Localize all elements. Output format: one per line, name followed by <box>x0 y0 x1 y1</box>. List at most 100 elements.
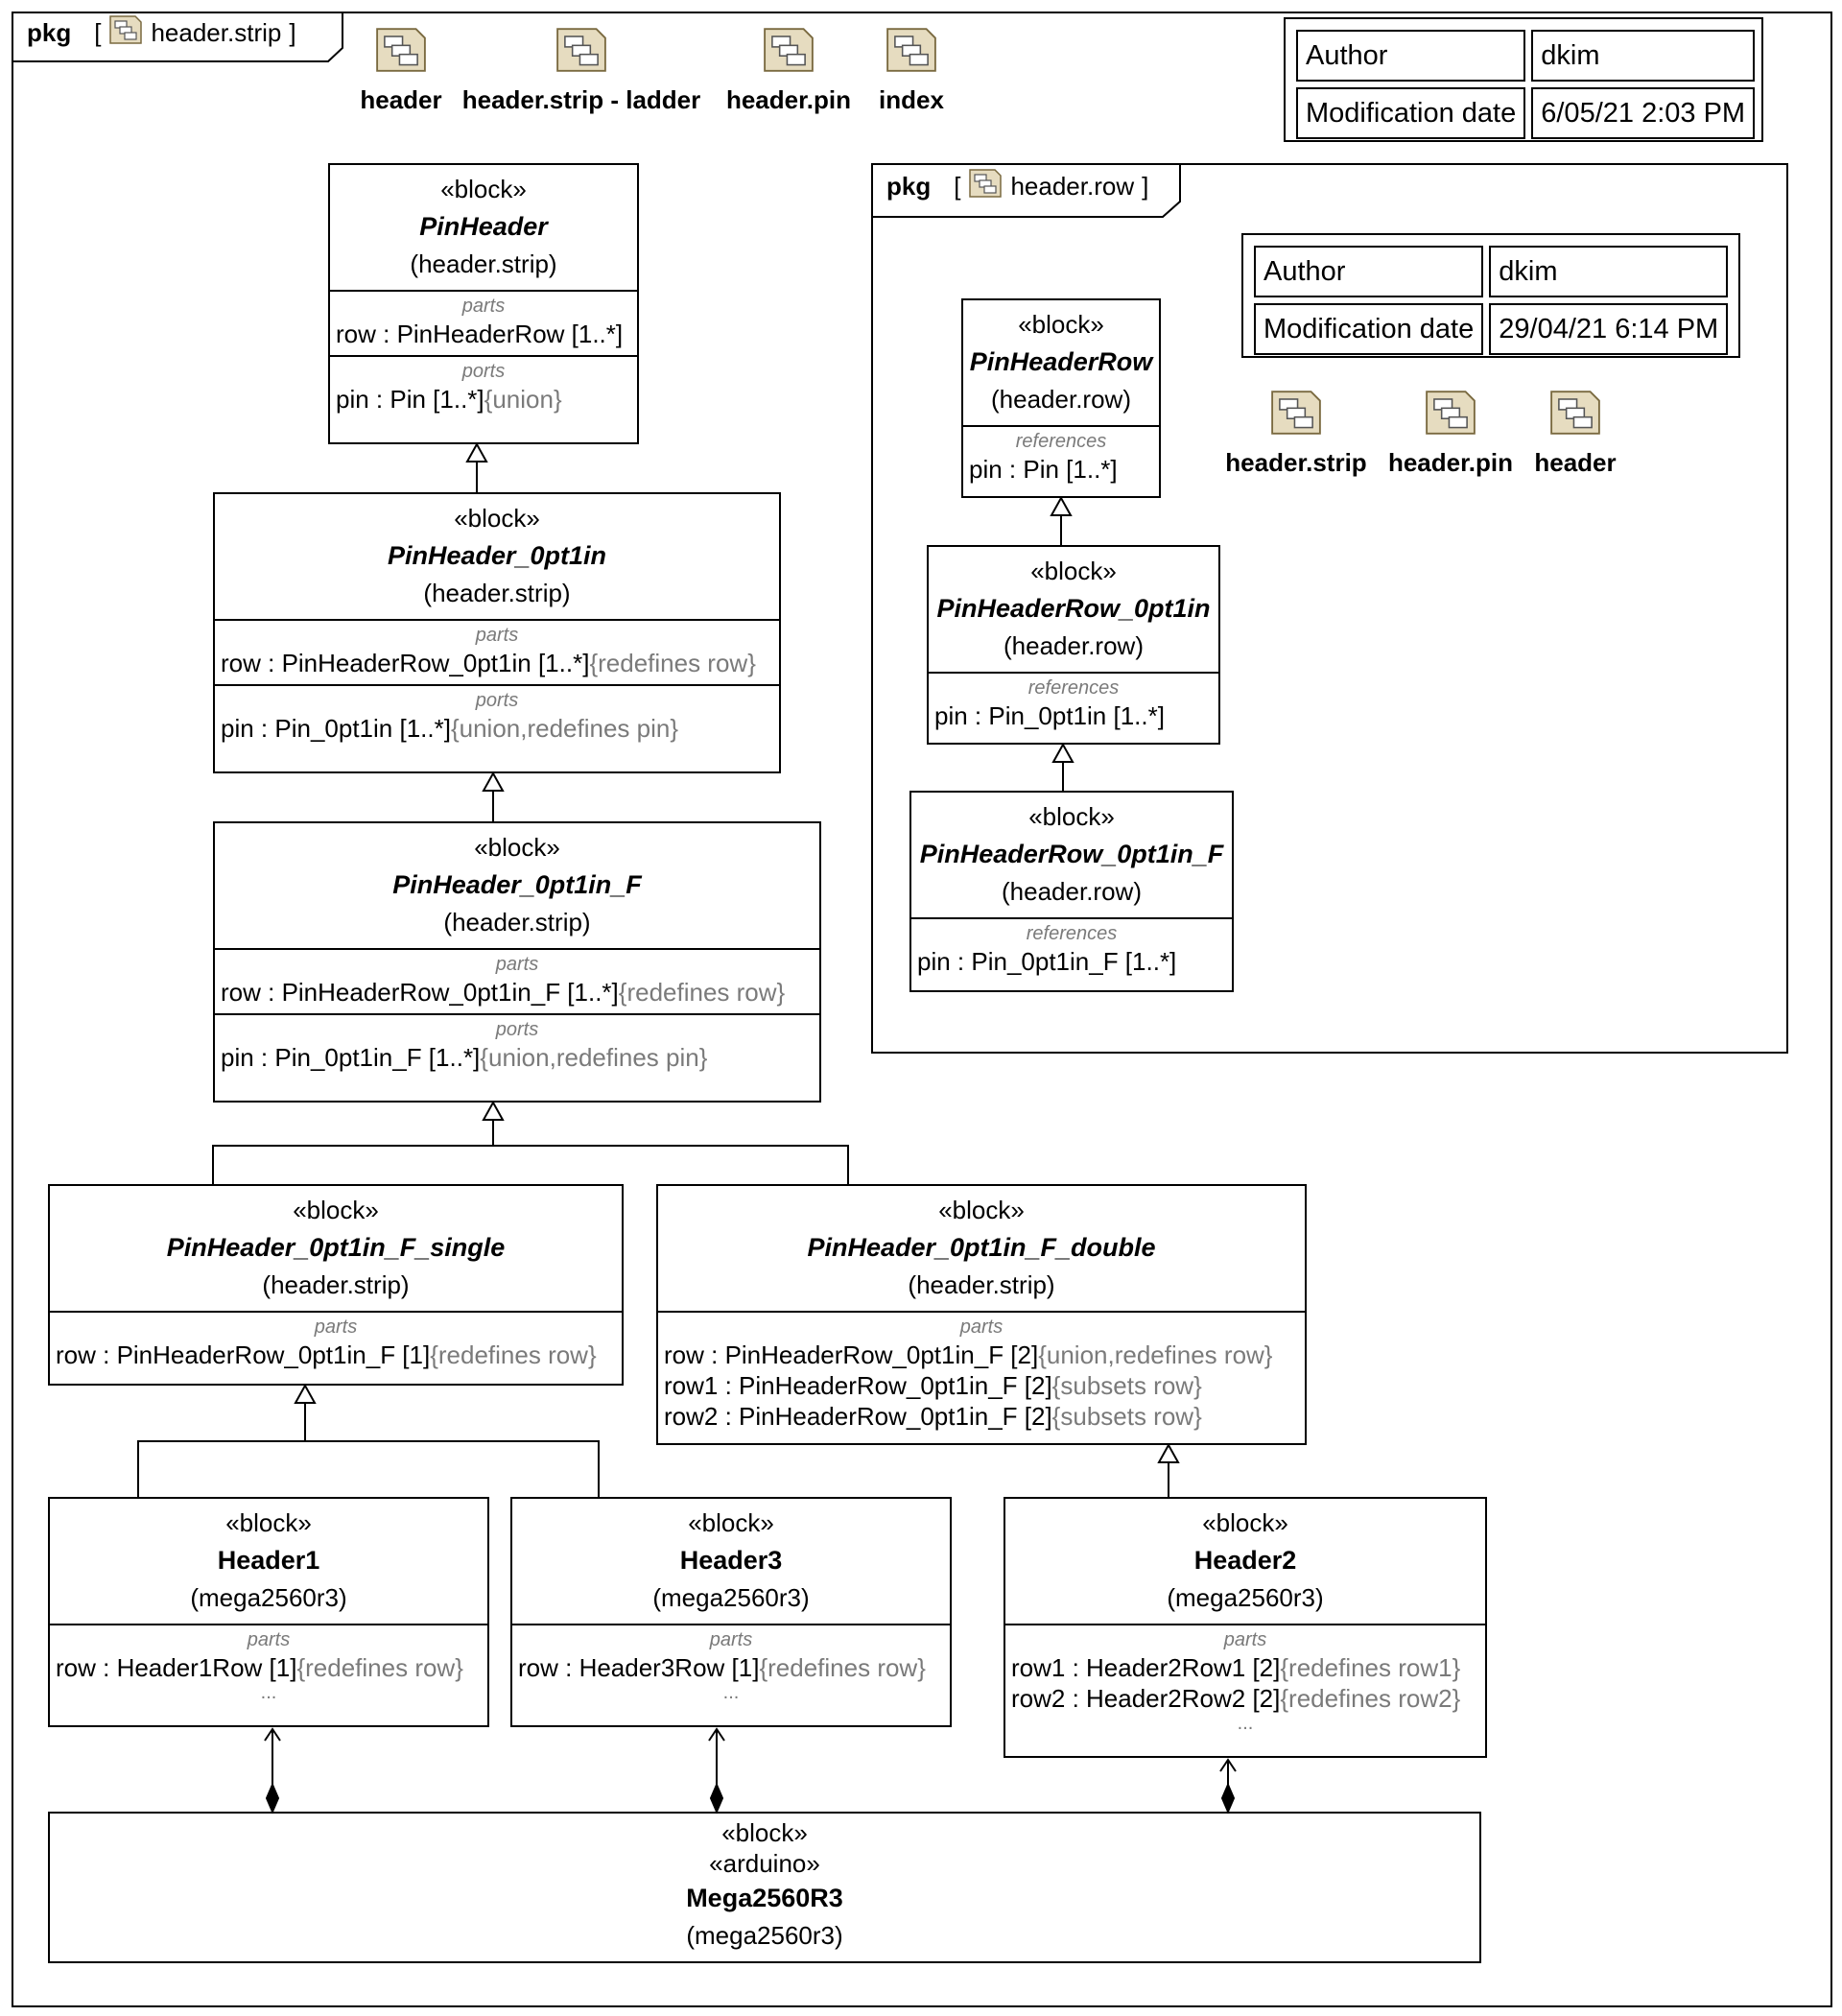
package-link-label: header.pin <box>725 85 852 114</box>
compartment-title: references <box>1015 431 1107 452</box>
part-constraint: {redefines row} <box>618 978 786 1007</box>
package-link-header-strip[interactable]: header.strip <box>1218 386 1374 478</box>
block-header1[interactable]: «block» Header1 (mega2560r3) parts row :… <box>48 1497 489 1727</box>
composition-header1[interactable] <box>264 1727 281 1814</box>
block-pinheader[interactable]: «block» PinHeader (header.strip) parts r… <box>328 163 639 444</box>
block-pinheaderrow-0pt1in-f[interactable]: «block» PinHeaderRow_0pt1in_F (header.ro… <box>909 791 1234 992</box>
package-keyword: pkg <box>886 171 932 201</box>
author-label: Author <box>1254 246 1484 297</box>
ellipsis: ... <box>722 1682 740 1703</box>
generalization-pinheader-0pt1in-f[interactable] <box>482 771 505 821</box>
reference-row[interactable]: pin : Pin [1..*] <box>969 454 1153 485</box>
block-owner: (header.strip) <box>443 908 591 937</box>
port-text: pin : Pin [1..*] <box>336 385 484 414</box>
block-header: «block» PinHeader_0pt1in (header.strip) <box>215 494 779 621</box>
part-constraint: {redefines row2} <box>1280 1684 1461 1713</box>
reference-row[interactable]: pin : Pin_0pt1in [1..*] <box>934 700 1213 731</box>
part-row[interactable]: row : PinHeaderRow_0pt1in_F [1..*]{redef… <box>221 977 814 1008</box>
block-pinheader-0pt1in-f-single[interactable]: «block» PinHeader_0pt1in_F_single (heade… <box>48 1184 624 1386</box>
composition-header3[interactable] <box>708 1727 725 1814</box>
port-row[interactable]: pin : Pin [1..*]{union} <box>336 384 631 415</box>
part-text: row : Header1Row [1] <box>56 1653 297 1682</box>
block-header: «block» PinHeader_0pt1in_F_single (heade… <box>50 1186 622 1313</box>
compartment-title: parts <box>475 625 519 646</box>
part-row[interactable]: row : PinHeaderRow_0pt1in_F [1]{redefine… <box>56 1340 616 1370</box>
part-row[interactable]: row : PinHeaderRow [1..*] <box>336 319 631 349</box>
part-row[interactable]: row : Header1Row [1]{redefines row} <box>56 1652 482 1683</box>
port-row[interactable]: pin : Pin_0pt1in_F [1..*]{union,redefine… <box>221 1042 814 1073</box>
generalization-pinheaderrow-0pt1in[interactable] <box>1050 495 1073 545</box>
generalization-header1-header3[interactable] <box>137 1383 600 1497</box>
block-pinheader-0pt1in-f[interactable]: «block» PinHeader_0pt1in_F (header.strip… <box>213 821 821 1103</box>
block-header3[interactable]: «block» Header3 (mega2560r3) parts row :… <box>510 1497 952 1727</box>
compartment-title: parts <box>495 954 539 975</box>
block-header: «block» PinHeaderRow_0pt1in_F (header.ro… <box>911 793 1232 919</box>
parts-compartment: parts row1 : Header2Row1 [2]{redefines r… <box>1005 1625 1485 1739</box>
package-name: header.row <box>1010 171 1135 201</box>
block-owner: (header.strip) <box>908 1270 1055 1299</box>
references-compartment: references pin : Pin_0pt1in_F [1..*] <box>911 919 1232 983</box>
part-row[interactable]: row : Header3Row [1]{redefines row} <box>518 1652 944 1683</box>
package-link-label: header.strip <box>1225 448 1367 477</box>
part-constraint: {union,redefines row} <box>1038 1340 1273 1369</box>
part-constraint: {redefines row1} <box>1280 1653 1461 1682</box>
package-link-index[interactable]: index <box>862 23 961 115</box>
part-text: row2 : Header2Row2 [2] <box>1011 1684 1281 1713</box>
block-stereotype: «block» <box>474 833 560 862</box>
block-owner: (header.row) <box>1002 877 1142 906</box>
compartment-title: ports <box>461 361 506 382</box>
ports-compartment: ports pin : Pin_0pt1in [1..*]{union,rede… <box>215 686 779 749</box>
reference-text: pin : Pin_0pt1in_F [1..*] <box>917 947 1177 976</box>
package-link-label: header.strip - ladder <box>461 85 701 114</box>
part-text: row1 : Header2Row1 [2] <box>1011 1653 1281 1682</box>
block-pinheader-0pt1in-f-double[interactable]: «block» PinHeader_0pt1in_F_double (heade… <box>656 1184 1307 1445</box>
inner-package-tab[interactable]: pkg [ header.row ] <box>886 167 1156 205</box>
composition-header2[interactable] <box>1219 1758 1237 1814</box>
generalization-pinheader-0pt1in[interactable] <box>465 441 488 492</box>
block-mega2560r3[interactable]: «block» «arduino» Mega2560R3 (mega2560r3… <box>48 1812 1481 1963</box>
part-row[interactable]: row1 : PinHeaderRow_0pt1in_F [2]{subsets… <box>664 1370 1299 1401</box>
part-row[interactable]: row1 : Header2Row1 [2]{redefines row1} <box>1011 1652 1479 1683</box>
ellipsis: ... <box>260 1682 277 1703</box>
compartment-title: parts <box>461 296 506 317</box>
block-header: «block» «arduino» Mega2560R3 (mega2560r3… <box>50 1814 1479 1961</box>
compartment-title: parts <box>1223 1629 1267 1650</box>
generalization-pinheaderrow-0pt1in-f[interactable] <box>1051 742 1074 791</box>
port-row[interactable]: pin : Pin_0pt1in [1..*]{union,redefines … <box>221 713 773 744</box>
block-pinheaderrow[interactable]: «block» PinHeaderRow (header.row) refere… <box>961 298 1161 498</box>
part-row[interactable]: row : PinHeaderRow_0pt1in [1..*]{redefin… <box>221 648 773 678</box>
block-pinheader-0pt1in[interactable]: «block» PinHeader_0pt1in (header.strip) … <box>213 492 781 773</box>
bracket-open: [ <box>94 17 102 47</box>
package-link-header-strip-ladder[interactable]: header.strip - ladder <box>455 23 708 115</box>
compartment-title: references <box>1027 677 1120 699</box>
generalization-header2[interactable] <box>1157 1442 1180 1497</box>
block-header2[interactable]: «block» Header2 (mega2560r3) parts row1 … <box>1004 1497 1487 1758</box>
block-pinheaderrow-0pt1in[interactable]: «block» PinHeaderRow_0pt1in (header.row)… <box>927 545 1220 745</box>
parts-compartment: parts row : PinHeaderRow_0pt1in_F [1..*]… <box>215 950 819 1015</box>
outer-package-tab[interactable]: pkg [ header.strip ] <box>27 13 304 52</box>
block-header: «block» Header3 (mega2560r3) <box>512 1499 950 1625</box>
generalization-single-double[interactable] <box>212 1100 849 1184</box>
ports-compartment: ports pin : Pin [1..*]{union} <box>330 357 637 420</box>
package-icon <box>1382 386 1520 446</box>
reference-row[interactable]: pin : Pin_0pt1in_F [1..*] <box>917 946 1226 977</box>
package-link-header[interactable]: header <box>353 23 449 115</box>
block-owner: (header.strip) <box>410 249 557 278</box>
block-stereotype: «block» <box>225 1508 312 1537</box>
package-link-header-pin[interactable]: header.pin <box>712 23 865 115</box>
block-name: Header1 <box>217 1546 320 1575</box>
part-text: row : PinHeaderRow_0pt1in_F [2] <box>664 1340 1039 1369</box>
package-link-header-pin[interactable]: header.pin <box>1382 386 1520 478</box>
part-row[interactable]: row : PinHeaderRow_0pt1in_F [2]{union,re… <box>664 1340 1299 1370</box>
part-row[interactable]: row2 : Header2Row2 [2]{redefines row2} <box>1011 1683 1479 1714</box>
part-constraint: {subsets row} <box>1051 1402 1202 1431</box>
part-text: row : PinHeaderRow_0pt1in [1..*] <box>221 649 590 677</box>
part-row[interactable]: row2 : PinHeaderRow_0pt1in_F [2]{subsets… <box>664 1401 1299 1432</box>
compartment-title: parts <box>709 1629 753 1650</box>
package-link-header[interactable]: header <box>1525 386 1625 478</box>
block-header: «block» PinHeader_0pt1in_F_double (heade… <box>658 1186 1305 1313</box>
compartment-title: parts <box>247 1629 291 1650</box>
port-text: pin : Pin_0pt1in [1..*] <box>221 714 451 743</box>
block-name: PinHeader <box>419 212 548 241</box>
